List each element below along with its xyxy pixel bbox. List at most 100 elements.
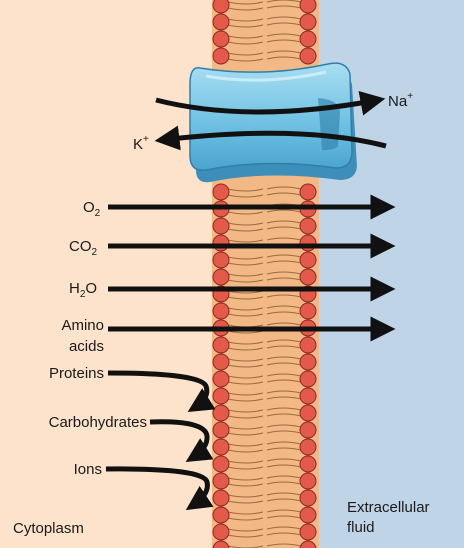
lipid-tail	[266, 475, 302, 479]
lipid-tail	[266, 447, 302, 451]
lipid-tail	[227, 443, 264, 447]
lipid-head	[212, 30, 230, 48]
lipid-tail	[266, 407, 302, 411]
lipid-tail	[266, 390, 302, 394]
channel-protein	[189, 62, 357, 183]
lipid-tail	[227, 273, 264, 277]
k-label: K+	[133, 134, 149, 153]
na-transport-arrow	[155, 90, 386, 116]
lipid-tail	[266, 515, 302, 519]
lipid-tail	[266, 22, 302, 26]
lipid-tail	[266, 56, 302, 60]
amino-acids-label-line2: acids	[69, 338, 104, 355]
lipid-tail	[227, 188, 264, 192]
lipid-head	[299, 438, 317, 456]
ions-label: Ions	[74, 461, 102, 478]
channel-highlight	[205, 70, 327, 82]
lipid-head	[212, 183, 230, 201]
cytoplasm-label: Cytoplasm	[13, 520, 84, 537]
lipid-head	[299, 421, 317, 439]
proteins-label: Proteins	[49, 365, 104, 382]
lipid-tail	[266, 186, 302, 190]
lipid-head	[212, 234, 230, 252]
lipid-head	[212, 251, 230, 269]
lipid-tail	[227, 41, 264, 45]
lipid-heads	[212, 0, 317, 548]
lipid-tail	[227, 483, 264, 487]
lipid-tail	[266, 339, 302, 343]
lipid-tail	[227, 296, 264, 300]
proteins-arrow	[107, 370, 216, 412]
lipid-tail	[266, 526, 302, 530]
lipid-head	[212, 0, 230, 14]
lipid-tail	[266, 464, 302, 468]
lipid-tail	[266, 430, 302, 434]
lipid-tail	[266, 237, 302, 241]
lipid-head	[212, 268, 230, 286]
lipid-tail	[266, 50, 302, 54]
channel-body	[189, 62, 353, 171]
lipid-tail	[266, 294, 302, 298]
co2-label: CO2	[69, 238, 98, 258]
lipid-head	[299, 217, 317, 235]
lipid-head	[212, 455, 230, 473]
lipid-tail	[227, 415, 264, 419]
lipid-tail	[266, 277, 302, 281]
lipid-head	[299, 404, 317, 422]
lipid-tail	[227, 290, 264, 294]
lipid-tail	[266, 424, 302, 428]
lipid-tail	[227, 7, 264, 11]
lipid-tail	[227, 517, 264, 521]
lipid-tail	[227, 307, 264, 311]
lipid-tail	[227, 239, 264, 243]
lipid-tail	[227, 466, 264, 470]
lipid-head	[212, 336, 230, 354]
lipid-head	[299, 523, 317, 541]
lipid-tail	[227, 409, 264, 413]
lipid-tail	[266, 192, 302, 196]
lipid-tail	[266, 492, 302, 496]
lipid-tail	[227, 500, 264, 504]
extracellular-label-line1: Extracellular	[347, 499, 430, 516]
lipid-tail	[266, 322, 302, 326]
lipid-head	[299, 251, 317, 269]
carbohydrates-arrow	[149, 419, 214, 462]
lipid-head	[212, 47, 230, 65]
lipid-tail	[227, 392, 264, 396]
lipid-head	[299, 336, 317, 354]
amino-acids-label-line1: Amino	[61, 317, 104, 334]
lipid-tail	[227, 477, 264, 481]
lipid-tail	[227, 256, 264, 260]
extracellular-label-line2: fluid	[347, 519, 375, 536]
lipid-head	[299, 0, 317, 14]
ions-arrow	[105, 466, 214, 511]
h2o-label: H2O	[69, 280, 97, 300]
lipid-head	[299, 353, 317, 371]
lipid-tail	[266, 271, 302, 275]
lipid-head	[212, 540, 230, 548]
lipid-tail	[227, 432, 264, 436]
lipid-head	[212, 438, 230, 456]
lipid-tail	[266, 0, 302, 3]
lipid-tail	[266, 543, 302, 547]
lipid-head	[299, 489, 317, 507]
lipid-tail	[266, 305, 302, 309]
lipid-tail	[227, 211, 264, 215]
lipid-head	[212, 353, 230, 371]
lipid-head	[212, 217, 230, 235]
lipid-tail	[266, 39, 302, 43]
lipid-tail	[266, 345, 302, 349]
lipid-tail	[227, 279, 264, 283]
lipid-tail	[227, 313, 264, 317]
lipid-head	[212, 302, 230, 320]
lipid-tail	[227, 1, 264, 5]
lipid-head	[299, 30, 317, 48]
lipid-tail	[227, 35, 264, 39]
k-transport-arrow	[154, 125, 387, 151]
lipid-tail	[227, 545, 264, 548]
lipid-tail	[227, 460, 264, 464]
lipid-tail	[266, 396, 302, 400]
lipid-tail	[266, 532, 302, 536]
lipid-head	[212, 404, 230, 422]
